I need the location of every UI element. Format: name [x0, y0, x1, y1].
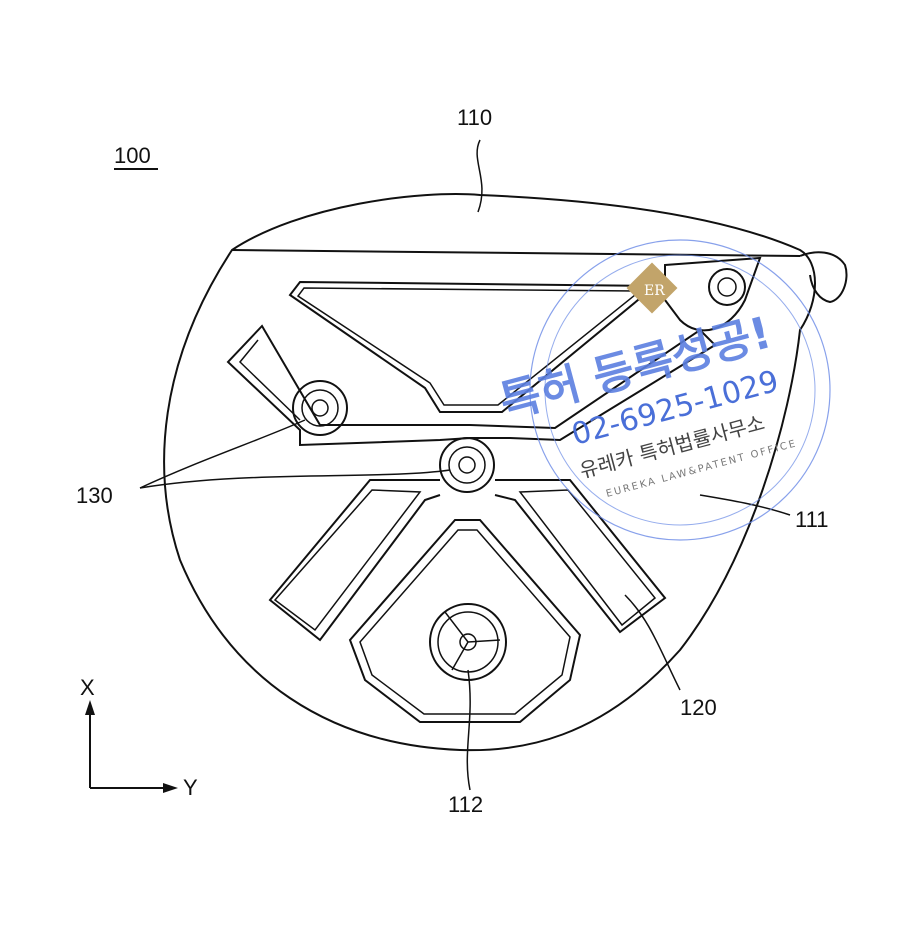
label-130: 130 — [76, 483, 113, 508]
leader-120 — [625, 595, 680, 690]
label-110: 110 — [457, 105, 492, 130]
axis-indicator — [85, 700, 178, 793]
hosel — [800, 252, 847, 302]
leader-110 — [477, 140, 482, 212]
weight-port-112 — [430, 604, 506, 680]
weight-left — [293, 381, 347, 435]
club-head-outline — [164, 194, 815, 750]
axis-y-label: Y — [183, 775, 198, 800]
bottom-pocket — [350, 520, 580, 722]
label-120: 120 — [680, 695, 717, 720]
label-100: 100 — [114, 143, 151, 168]
hosel-screw-socket — [718, 278, 736, 296]
axis-x-label: X — [80, 675, 95, 700]
crown-line — [232, 250, 800, 256]
hosel-screw — [709, 269, 745, 305]
watermark-logo-text: ER — [644, 283, 665, 299]
label-112: 112 — [448, 792, 483, 817]
leader-112 — [467, 670, 470, 790]
label-111: 111 — [795, 507, 828, 532]
weight-center — [440, 438, 494, 492]
